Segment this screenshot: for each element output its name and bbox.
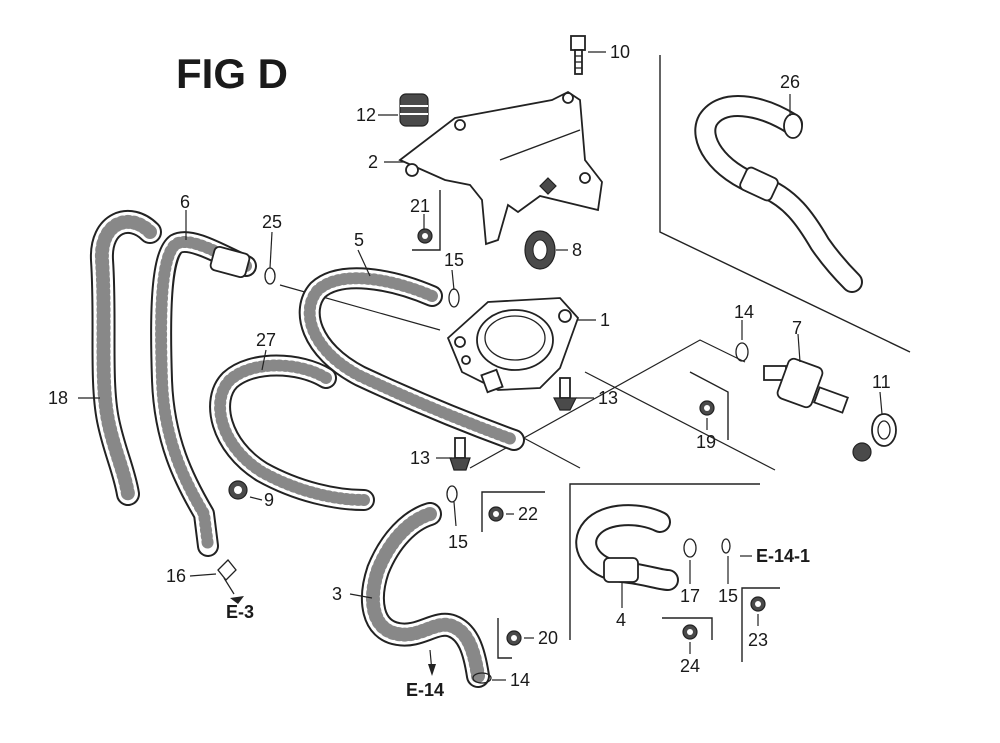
callout-11: 11 bbox=[872, 372, 891, 392]
clip-22 bbox=[488, 506, 504, 522]
bolt-13-right bbox=[553, 377, 577, 411]
callout-8: 8 bbox=[572, 240, 582, 260]
clamp-15-right bbox=[721, 538, 731, 554]
bracket-2 bbox=[398, 90, 603, 246]
callout-15-upper: 15 bbox=[444, 250, 464, 270]
clip-21 bbox=[417, 228, 433, 244]
clip-9 bbox=[228, 480, 248, 500]
callout-5: 5 bbox=[354, 230, 364, 250]
callout-18: 18 bbox=[48, 388, 68, 408]
clamp-14-lower bbox=[472, 672, 492, 684]
clip-24 bbox=[682, 624, 698, 640]
callout-14-upper: 14 bbox=[734, 302, 754, 322]
callout-13-right: 13 bbox=[598, 388, 618, 408]
callout-26: 26 bbox=[780, 72, 800, 92]
hose-3 bbox=[361, 502, 490, 688]
callout-14-lower: 14 bbox=[510, 670, 530, 690]
inset-box-26 bbox=[659, 55, 911, 353]
callout-1: 1 bbox=[600, 310, 610, 330]
hose-18 bbox=[89, 210, 162, 506]
ref-e-14: E-14 bbox=[406, 680, 444, 700]
callout-labels: 10 12 2 21 8 25 5 6 15 1 13 13 18 27 9 1… bbox=[48, 42, 891, 700]
bolt-13-left bbox=[449, 437, 471, 471]
clip-19 bbox=[699, 400, 715, 416]
callout-4: 4 bbox=[616, 610, 626, 630]
hose-6 bbox=[150, 231, 257, 557]
hose-27 bbox=[209, 354, 375, 511]
clip-20 bbox=[506, 630, 522, 646]
grommet-8 bbox=[524, 230, 556, 270]
callout-17: 17 bbox=[680, 586, 700, 606]
fitting-7 bbox=[763, 357, 849, 414]
callout-3: 3 bbox=[332, 584, 342, 604]
callout-15-middle: 15 bbox=[448, 532, 468, 552]
clip-23 bbox=[750, 596, 766, 612]
callout-25: 25 bbox=[262, 212, 282, 232]
ring-11 bbox=[852, 413, 897, 462]
ref-e-14-1: E-14-1 bbox=[756, 546, 810, 566]
hose-4 bbox=[575, 504, 679, 591]
box-bracket-20 bbox=[497, 618, 512, 659]
box-bracket-4 bbox=[569, 483, 760, 640]
clamp-15-middle bbox=[446, 485, 458, 503]
hose-5 bbox=[298, 267, 525, 451]
clamp-25 bbox=[264, 267, 276, 285]
bolt-10 bbox=[570, 35, 586, 75]
box-bracket-23 bbox=[741, 587, 780, 662]
grommet-12 bbox=[399, 93, 429, 127]
box-bracket-19 bbox=[689, 371, 729, 440]
callout-10: 10 bbox=[610, 42, 630, 62]
callout-20: 20 bbox=[538, 628, 558, 648]
callout-21: 21 bbox=[410, 196, 430, 216]
callout-2: 2 bbox=[368, 152, 378, 172]
callout-7: 7 bbox=[792, 318, 802, 338]
callout-22: 22 bbox=[518, 504, 538, 524]
hose-26 bbox=[694, 95, 863, 293]
box-bracket-24 bbox=[662, 617, 713, 640]
callout-9: 9 bbox=[264, 490, 274, 510]
clamp-17 bbox=[683, 538, 697, 558]
ref-e-3: E-3 bbox=[226, 602, 254, 622]
clamp-14-upper bbox=[735, 342, 749, 362]
clamp-16 bbox=[217, 559, 237, 581]
fuel-pump-1 bbox=[446, 297, 580, 394]
callout-15-right: 15 bbox=[718, 586, 738, 606]
callout-24: 24 bbox=[680, 656, 700, 676]
callout-6: 6 bbox=[180, 192, 190, 212]
figure-title: FIG D bbox=[176, 50, 288, 97]
box-bracket-22 bbox=[481, 491, 545, 532]
callout-12: 12 bbox=[356, 105, 376, 125]
callout-19: 19 bbox=[696, 432, 716, 452]
clamp-15-upper bbox=[448, 288, 460, 308]
callout-16: 16 bbox=[166, 566, 186, 586]
callout-13-left: 13 bbox=[410, 448, 430, 468]
callout-27: 27 bbox=[256, 330, 276, 350]
callout-leaders bbox=[78, 51, 883, 681]
box-bracket-21 bbox=[412, 190, 441, 251]
callout-23: 23 bbox=[748, 630, 768, 650]
